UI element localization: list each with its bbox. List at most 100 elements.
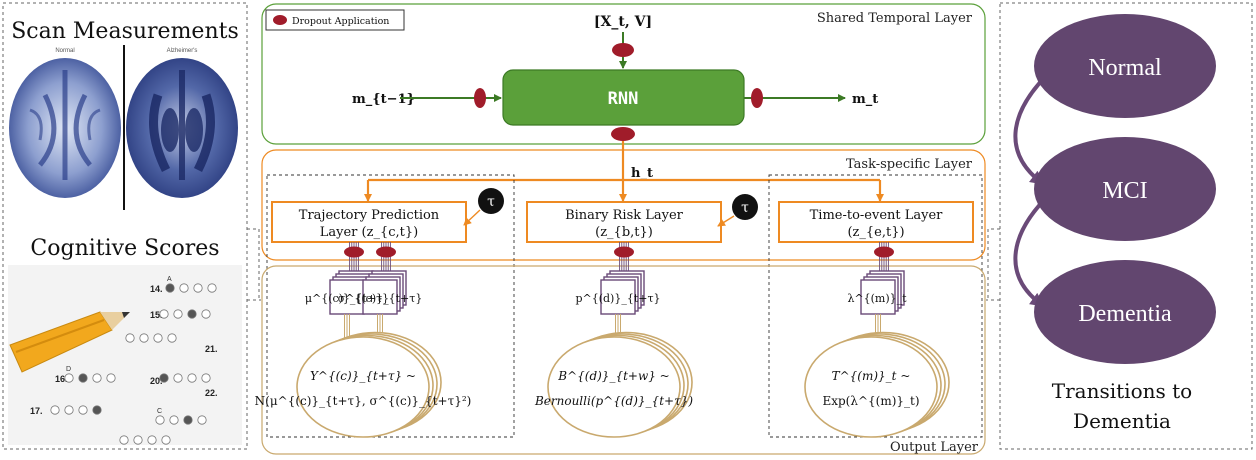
normal-to-mci-arrow bbox=[1013, 68, 1054, 185]
sheet-option-letter: C bbox=[157, 408, 162, 415]
tau-risk-arrow bbox=[717, 215, 735, 227]
lambda-label: λ^{(m)}_t bbox=[847, 292, 907, 305]
state-dementia-label: Dementia bbox=[1078, 301, 1172, 327]
normal-scan-caption: Normal bbox=[55, 48, 74, 54]
sheet-bubble bbox=[50, 405, 60, 415]
state-normal bbox=[1034, 14, 1216, 118]
sheet-row-number: 22. bbox=[205, 388, 218, 398]
dropout-output-icon bbox=[874, 246, 894, 258]
t-distribution-line1: T^{(m)}_t ~ bbox=[832, 369, 911, 383]
trajectory-layer-symbol: Layer (z_{c,t}) bbox=[320, 225, 418, 240]
output-layer-title: Output Layer bbox=[890, 440, 979, 455]
sheet-row-number: 15. bbox=[150, 310, 163, 320]
sheet-bubble bbox=[167, 333, 177, 343]
sheet-bubble bbox=[201, 309, 211, 319]
state-dementia bbox=[1034, 260, 1216, 364]
sheet-row-number: 21. bbox=[205, 344, 218, 354]
left-panel: Scan Measurements Normal Alzheimer's Cog… bbox=[2, 2, 248, 450]
p-label: p^{(d)}_{t+τ} bbox=[575, 292, 660, 305]
mci-to-dementia-arrow bbox=[1013, 190, 1054, 307]
transitions-caption-line1: Transitions to bbox=[1052, 379, 1192, 403]
alzheimers-scan-caption: Alzheimer's bbox=[167, 48, 198, 54]
tau-risk-icon bbox=[732, 194, 758, 220]
y-distribution-line2: N(μ^{(c)}_{t+τ}, σ^{(c)}_{t+τ}²) bbox=[255, 394, 472, 408]
b-distribution-line1: B^{(d)}_{t+w} ~ bbox=[557, 369, 669, 383]
sheet-bubble bbox=[197, 415, 207, 425]
tau-trajectory-icon bbox=[478, 188, 504, 214]
sheet-bubble bbox=[78, 373, 88, 383]
sheet-bubble bbox=[187, 373, 197, 383]
sheet-bubble bbox=[92, 405, 102, 415]
scan-measurements-title: Scan Measurements bbox=[11, 19, 239, 44]
right-panel-border bbox=[999, 2, 1253, 450]
sheet-row-number: 16. bbox=[55, 374, 68, 384]
state-mci bbox=[1034, 137, 1216, 241]
shared-temporal-layer: Shared Temporal Layer Dropout Applicatio… bbox=[261, 3, 986, 145]
tau-risk-label: τ bbox=[741, 200, 749, 216]
sheet-bubble bbox=[139, 333, 149, 343]
sheet-bubble bbox=[119, 435, 129, 445]
tte-layer-label: Time-to-event Layer bbox=[810, 208, 944, 223]
tte-distribution-oval bbox=[804, 336, 938, 438]
sheet-option-letter: A bbox=[167, 276, 172, 283]
sheet-bubble bbox=[187, 309, 197, 319]
dropout-legend-icon bbox=[273, 15, 287, 25]
pencil-icon bbox=[9, 311, 130, 373]
sheet-bubble bbox=[159, 309, 169, 319]
left-bracket bbox=[247, 228, 261, 301]
memory-prev-label: m_{t−1} bbox=[352, 92, 415, 107]
trajectory-column-guide bbox=[266, 174, 515, 438]
rnn-label: RNN bbox=[608, 89, 639, 109]
dropout-output-icon bbox=[344, 246, 364, 258]
transitions-caption-line2: Dementia bbox=[1073, 409, 1171, 433]
state-mci-label: MCI bbox=[1102, 178, 1147, 204]
sheet-bubble bbox=[173, 373, 183, 383]
sheet-bubble bbox=[155, 415, 165, 425]
sheet-bubble bbox=[147, 435, 157, 445]
input-label: [X_t, V] bbox=[594, 14, 652, 30]
task-specific-layer: Task-specific Layer h_t Trajectory Predi… bbox=[261, 141, 986, 438]
sheet-bubble bbox=[179, 283, 189, 293]
sheet-bubble bbox=[106, 373, 116, 383]
sheet-row-number: 17. bbox=[30, 406, 43, 416]
sigma-label: σ^{(c)}_{t+τ} bbox=[338, 292, 423, 305]
dropout-output-icon bbox=[614, 246, 634, 258]
sheet-bubble bbox=[201, 373, 211, 383]
dropout-legend-label: Dropout Application bbox=[292, 16, 389, 27]
right-panel: Normal MCI Dementia Transitions to Demen… bbox=[999, 2, 1253, 450]
y-distribution-oval bbox=[296, 336, 430, 438]
hidden-state-label: h_t bbox=[631, 166, 653, 181]
sheet-bubble bbox=[78, 405, 88, 415]
sheet-bubble bbox=[193, 283, 203, 293]
tte-column-guide bbox=[768, 174, 983, 438]
sheet-bubble bbox=[125, 333, 135, 343]
output-layer-border bbox=[261, 265, 986, 455]
sheet-row-number: 14. bbox=[150, 284, 163, 294]
sheet-option-letter: D bbox=[66, 366, 71, 373]
left-panel-border bbox=[2, 2, 248, 450]
tte-layer-symbol: (z_{e,t}) bbox=[847, 225, 904, 240]
sheet-bubble bbox=[161, 435, 171, 445]
brain-scan-image: Normal Alzheimer's bbox=[9, 45, 238, 210]
tau-trajectory-label: τ bbox=[487, 194, 495, 210]
memory-next-label: m_t bbox=[852, 92, 878, 107]
dropout-output-icon bbox=[376, 246, 396, 258]
sheet-bubble bbox=[92, 373, 102, 383]
sheet-bubble bbox=[153, 333, 163, 343]
sheet-row-number: 20. bbox=[150, 376, 163, 386]
trajectory-layer-box bbox=[271, 201, 467, 243]
right-bracket bbox=[986, 228, 1000, 301]
sheet-bubble bbox=[133, 435, 143, 445]
risk-layer-symbol: (z_{b,t}) bbox=[595, 225, 653, 240]
tau-trajectory-arrow bbox=[463, 209, 481, 226]
shared-layer-title: Shared Temporal Layer bbox=[817, 11, 973, 26]
trajectory-layer-label: Trajectory Prediction bbox=[299, 208, 440, 223]
sheet-bubble bbox=[64, 373, 74, 383]
sheet-bubble bbox=[207, 283, 217, 293]
dropout-memory-in-icon bbox=[474, 88, 486, 108]
p-param-box bbox=[600, 279, 636, 315]
sheet-bubble bbox=[169, 415, 179, 425]
sheet-bubble bbox=[165, 283, 175, 293]
dropout-hidden-icon bbox=[611, 127, 635, 141]
tte-layer-box bbox=[778, 201, 974, 243]
